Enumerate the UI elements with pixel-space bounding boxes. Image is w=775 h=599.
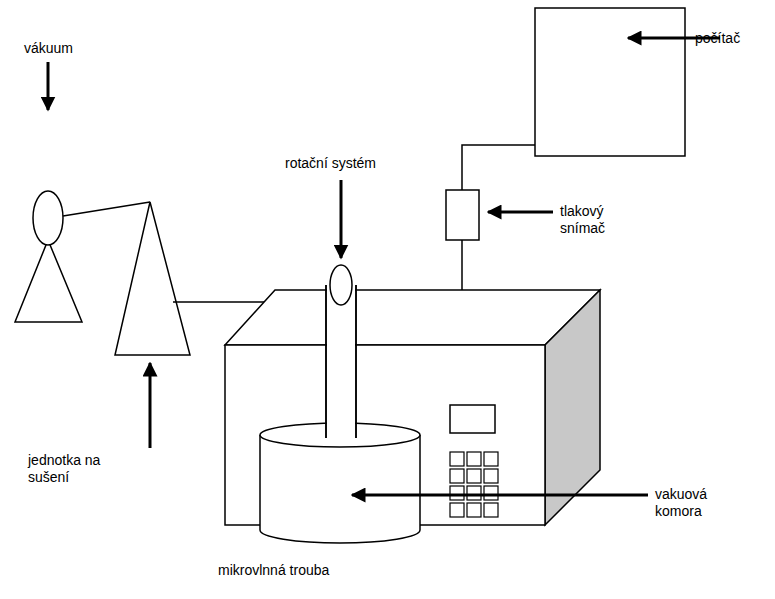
pressure-sensor [446, 190, 479, 240]
key [484, 452, 498, 466]
pipe [63, 202, 150, 216]
rotation-shaft [326, 285, 356, 438]
key [467, 469, 481, 483]
oven-top [225, 290, 600, 345]
arrow [340, 180, 343, 258]
part-label: jednotka na sušení [28, 452, 124, 486]
key [467, 452, 481, 466]
key [450, 469, 464, 483]
key [450, 503, 464, 517]
key [484, 469, 498, 483]
part-label: vákuum [24, 40, 73, 57]
oven-display [450, 405, 495, 433]
key [484, 486, 498, 500]
arrow [149, 363, 152, 448]
vacuum-pump [33, 191, 63, 245]
drying-unit [115, 202, 190, 355]
oven-side [545, 290, 600, 525]
key [450, 452, 464, 466]
computer [535, 8, 685, 156]
key [450, 486, 464, 500]
part-label: rotační systém [285, 155, 376, 172]
key [467, 486, 481, 500]
part-label: mikrovlnná trouba [218, 562, 329, 579]
oven-keypad [450, 452, 498, 517]
part-label: tlakový snímač [560, 203, 626, 237]
part-label: vakuová komora [655, 486, 735, 520]
arrow [488, 211, 553, 214]
arrow [47, 62, 50, 110]
rotation-head [330, 265, 352, 305]
arrow [352, 494, 648, 497]
part-label: počítač [695, 30, 740, 47]
vacuum-chamber [260, 435, 420, 543]
key [484, 503, 498, 517]
key [467, 503, 481, 517]
pump-base [15, 240, 82, 322]
